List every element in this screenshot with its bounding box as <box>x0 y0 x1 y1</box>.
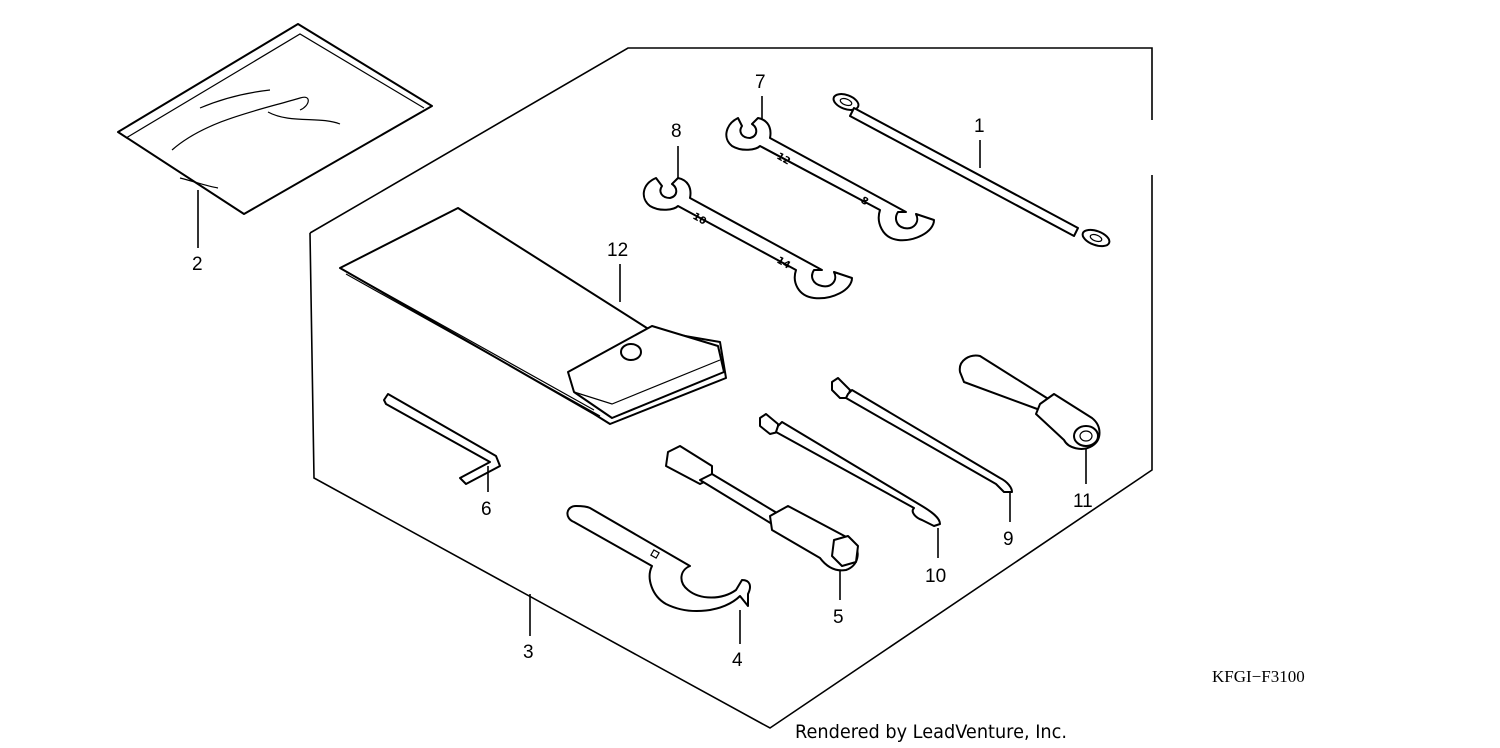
tool-bag-icon <box>339 207 727 425</box>
callout-1: 1 <box>974 116 985 137</box>
callout-5: 5 <box>833 607 844 628</box>
diagram-code: KFGI−F3100 <box>1212 667 1305 686</box>
hex-key-icon <box>383 393 501 485</box>
leader-lines <box>197 96 1087 644</box>
flat-screwdriver-icon <box>759 413 941 527</box>
callout-9: 9 <box>1003 529 1014 550</box>
credit-text: Rendered by LeadVenture, Inc. <box>795 721 1067 743</box>
callout-12: 12 <box>607 240 628 261</box>
callout-10: 10 <box>925 566 946 587</box>
wrench-7-size-8: 8 <box>859 195 871 208</box>
bar-icon <box>832 93 1111 248</box>
callout-4: 4 <box>732 650 743 671</box>
callout-8: 8 <box>671 121 682 142</box>
plug-wrench-icon <box>665 445 859 572</box>
callout-6: 6 <box>481 499 492 520</box>
pin-spanner-icon <box>566 505 751 612</box>
wrench-icon: 10 14 <box>642 177 853 300</box>
callout-11: 11 <box>1073 491 1093 512</box>
callout-3: 3 <box>523 642 534 663</box>
screwdriver-handle-icon <box>958 354 1101 450</box>
bag-icon <box>117 23 433 215</box>
callout-2: 2 <box>192 254 203 275</box>
phillips-screwdriver-icon <box>831 377 1013 493</box>
wrench-icon: 12 8 <box>725 117 935 242</box>
tool-kit-outline <box>309 47 1153 729</box>
callout-7: 7 <box>755 72 766 93</box>
